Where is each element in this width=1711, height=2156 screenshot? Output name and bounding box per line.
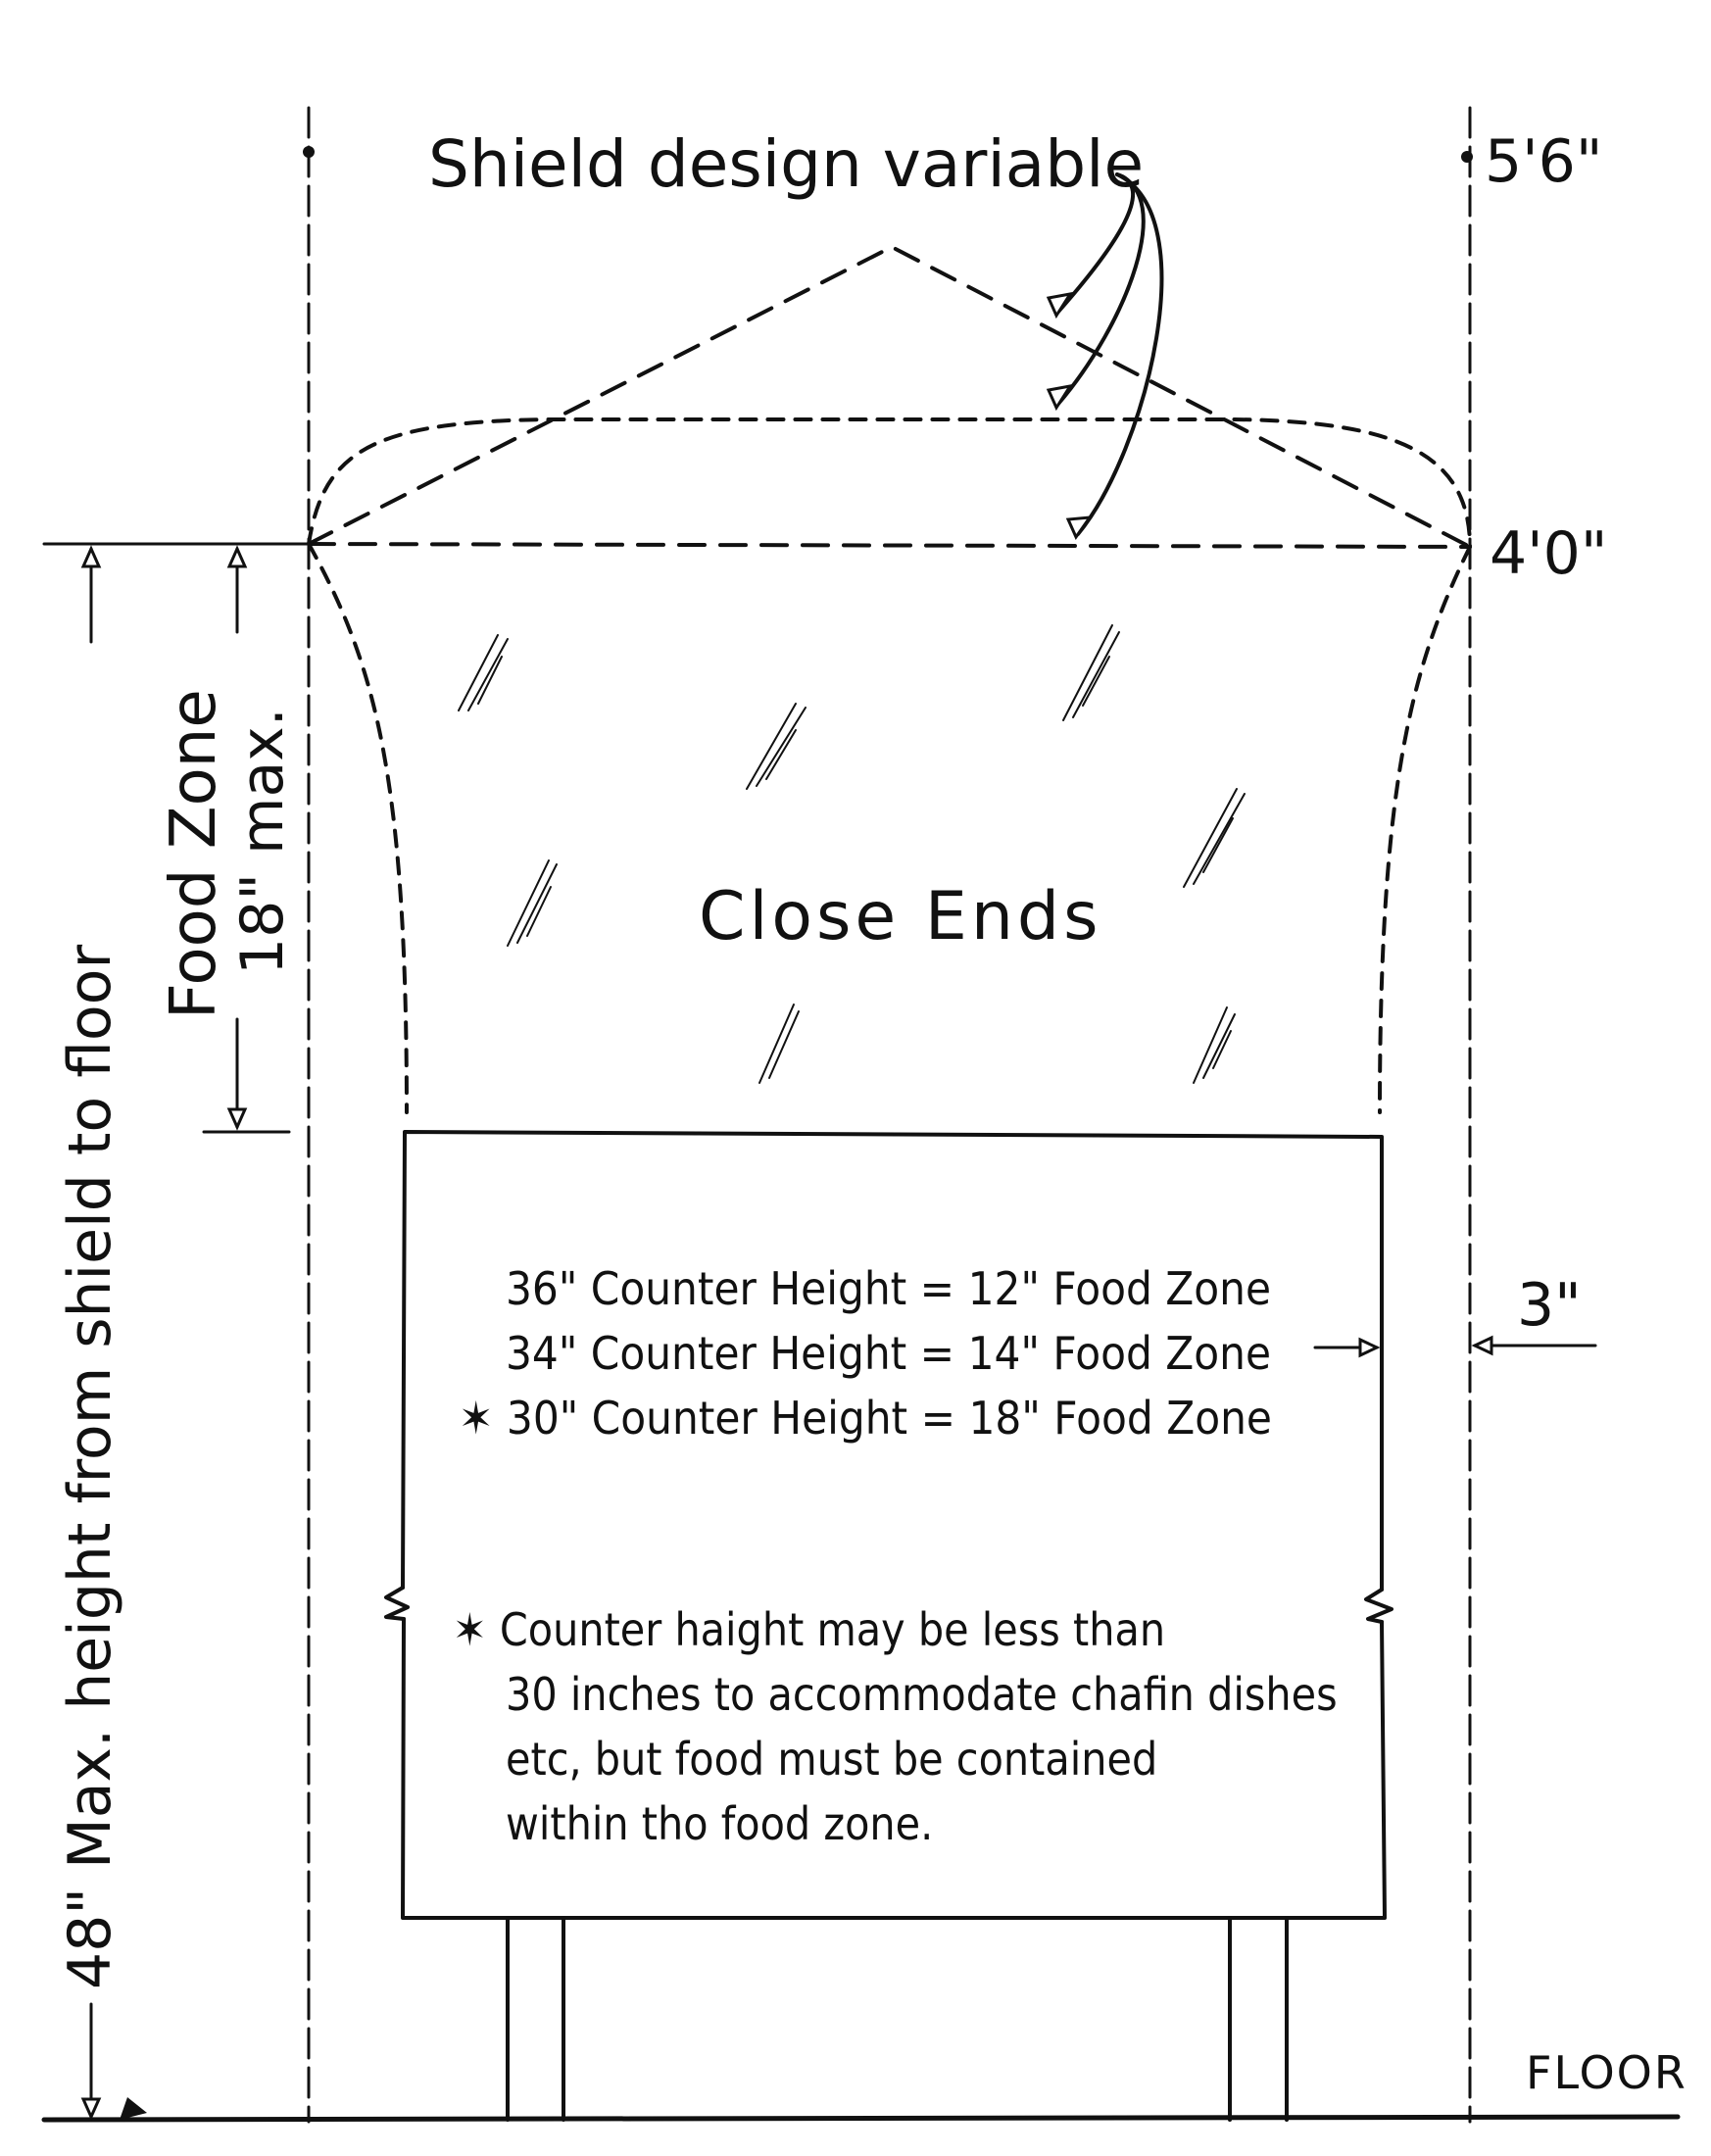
callout-arrow-3 — [1076, 172, 1164, 536]
shield-flat-outline — [307, 542, 1472, 549]
shield-rounded-outline — [307, 417, 1472, 549]
arrowhead-1 — [1046, 291, 1074, 319]
shield-height-label: 4'0" — [1490, 519, 1608, 588]
right-end-curve — [1378, 545, 1472, 1114]
counter-height-line-2: 34" Counter Height = 14" Food Zone — [506, 1327, 1272, 1380]
floor-label: FLOOR — [1526, 2046, 1687, 2099]
top-height-label: 5'6" — [1485, 127, 1603, 196]
note-line-2: 30 inches to accommodate chafin dishes — [506, 1668, 1338, 1721]
arrowhead-2 — [1046, 383, 1074, 412]
note-line-3: etc, but food must be contained — [506, 1733, 1158, 1786]
gap-arrowhead-right — [1471, 1335, 1493, 1356]
floor-corner-mark — [120, 2097, 147, 2120]
counter-height-line-3: ✶ 30" Counter Height = 18" Food Zone — [459, 1392, 1272, 1445]
floor-line — [41, 2114, 1681, 2123]
gap-arrowhead-left — [1358, 1337, 1381, 1358]
counter-legs — [506, 1916, 1289, 2122]
right-break-mark — [1364, 1588, 1393, 1624]
left-top-dot — [303, 146, 315, 158]
gap-label: 3" — [1517, 1271, 1582, 1340]
food-zone-label: Food Zone — [158, 689, 230, 1019]
shield-peaked-outline — [307, 245, 1472, 549]
counter-height-line-1: 36" Counter Height = 12" Food Zone — [506, 1262, 1272, 1315]
food-zone-arrowhead-bottom — [226, 1107, 248, 1131]
shield-design-label: Shield design variable — [428, 126, 1145, 202]
arrowhead-3 — [1065, 515, 1094, 541]
right-top-dot — [1461, 151, 1473, 163]
food-zone-arrowhead-top — [226, 545, 248, 568]
counter-box-top-sides — [401, 1130, 1384, 1592]
close-ends-label: Close Ends — [699, 878, 1102, 956]
counter-box-bottom — [401, 1617, 1387, 1920]
glass-hatch-marks — [458, 624, 1246, 1084]
note-line-4: within tho food zone. — [506, 1797, 934, 1850]
max-height-arrowhead-bottom — [80, 2097, 102, 2121]
max-height-label: 48" Max. height from shield to floor — [56, 944, 124, 1989]
note-line-1: ✶ Counter haight may be less than — [453, 1603, 1166, 1656]
left-break-mark — [384, 1586, 410, 1621]
max-height-arrowhead-top — [80, 545, 102, 568]
food-zone-max-label: 18" max. — [228, 708, 297, 975]
left-end-curve — [307, 542, 409, 1114]
